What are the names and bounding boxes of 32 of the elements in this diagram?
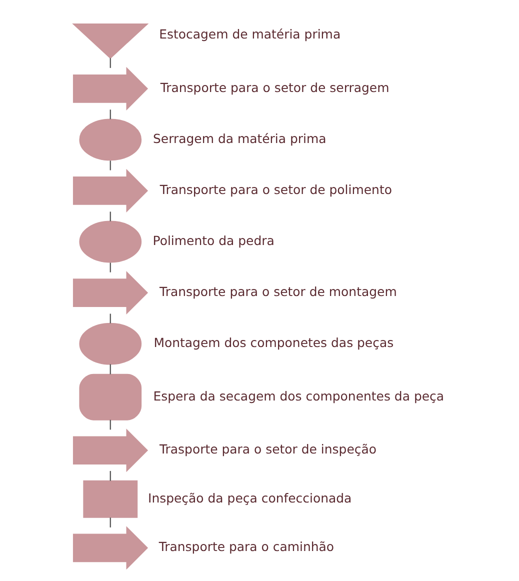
- node-label: Trasporte para o setor de inspeção: [159, 442, 377, 457]
- node-arrow: [72, 168, 148, 212]
- connector: [110, 420, 111, 430]
- node-arrow: [72, 270, 148, 315]
- node-arrow: [72, 428, 148, 472]
- node-label: Transporte para o caminhão: [158, 539, 334, 554]
- node-label: Montagem dos componetes das peças: [154, 334, 394, 350]
- node-label: Espera da secagem dos componentes da peça: [153, 388, 444, 404]
- node-circle: [79, 220, 142, 263]
- node-arrow: [72, 66, 148, 110]
- node-circle: [79, 322, 142, 365]
- connector: [110, 58, 111, 68]
- node-label: Transporte para o setor de serragem: [160, 80, 390, 95]
- connector: [110, 212, 111, 222]
- node-delay: [79, 374, 142, 420]
- node-label: Estocagem de matéria prima: [159, 26, 341, 42]
- connector: [110, 314, 111, 324]
- node-circle: [79, 118, 142, 161]
- node-label: Transporte para o setor de montagem: [160, 284, 397, 299]
- connector: [110, 110, 111, 120]
- node-square: [83, 480, 138, 518]
- node-arrow: [72, 526, 148, 570]
- connector: [110, 364, 111, 374]
- node-label: Inspeção da peça confeccionada: [148, 490, 352, 506]
- connector: [110, 470, 111, 481]
- node-label: Transporte para o setor de polimento: [160, 182, 392, 197]
- node-label: Polimento da pedra: [152, 232, 274, 248]
- connector: [110, 262, 111, 272]
- node-label: Serragem da matéria prima: [153, 130, 326, 146]
- node-triangle: [72, 23, 149, 59]
- connector: [110, 518, 111, 528]
- connector: [110, 160, 111, 170]
